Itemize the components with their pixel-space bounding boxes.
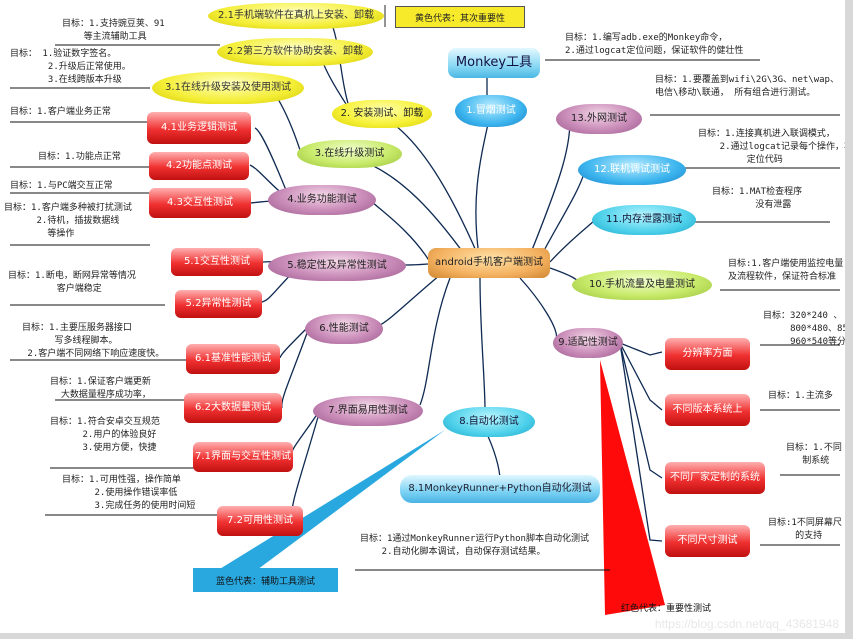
- leaf-stab-2[interactable]: 5.2异常性测试: [175, 290, 262, 318]
- branch-traffic-power-test[interactable]: 10.手机流量及电量测试: [572, 270, 712, 300]
- window-edge-right: [845, 0, 853, 639]
- leaf-ui-1[interactable]: 7.1界面与交互性测试: [193, 442, 293, 472]
- note-perf-1: 目标：1.主要压服务器接口 写多线程脚本。 2.客户端不同网络下响应速度快。: [22, 323, 165, 360]
- legend-red: 红色代表：重要性测试: [620, 603, 711, 614]
- leaf-stab-1[interactable]: 5.1交互性测试: [171, 248, 263, 276]
- note-adapt-4: 目标:1不同屏幕尺 的支持: [768, 518, 842, 542]
- branch-adaptation-test[interactable]: 9.适配性测试: [553, 328, 623, 358]
- root-node[interactable]: android手机客户端测试: [428, 248, 550, 278]
- note-ui-1: 目标：1.符合安卓交互规范 2.用户的体验良好 3.使用方便，快捷: [50, 417, 160, 454]
- leaf-perf-1[interactable]: 6.1基准性能测试: [186, 344, 280, 374]
- leaf-adapt-4[interactable]: 不同尺寸测试: [665, 525, 750, 557]
- note-perf-2: 目标：1.保证客户端更新 大数据量程序成功率，: [50, 377, 151, 401]
- leaf-upgrade-1[interactable]: 3.1在线升级安装及使用测试: [152, 72, 304, 104]
- watermark: https://blog.csdn.net/qq_43681948: [654, 617, 839, 631]
- leaf-biz-1[interactable]: 4.1业务逻辑测试: [147, 112, 251, 144]
- legend-yellow: 黄色代表：其次重要性: [395, 6, 525, 28]
- note-memory: 目标：1.MAT检查程序 没有泄露: [712, 187, 803, 211]
- monkey-tool-node[interactable]: Monkey工具: [448, 48, 540, 78]
- monkey-tool-note: 目标：1.编写adb.exe的Monkey命令， 2.通过logcat定位问题，…: [565, 33, 744, 57]
- branch-smoke-test[interactable]: 1.冒烟测试: [455, 95, 527, 127]
- leaf-biz-2[interactable]: 4.2功能点测试: [149, 152, 249, 180]
- note-upgrade-1: 目标： 1.验证数字签名。 2.升级后正常使用。 3.在线跨版本升级: [10, 49, 131, 86]
- note-biz-1: 目标：1.客户端业务正常: [10, 107, 111, 117]
- note-traffic: 目标:1.客户端使用监控电量 及流程软件，保证符合标准: [728, 259, 844, 283]
- branch-install-test[interactable]: 2. 安装测试、卸载: [332, 100, 432, 128]
- note-adapt-2: 目标：1.主流多: [768, 391, 833, 401]
- branch-debug-test[interactable]: 12.联机调试测试: [578, 155, 686, 185]
- note-auto-1: 目标：1通过MonkeyRunner运行Python脚本自动化测试 2.自动化脚…: [360, 534, 589, 558]
- note-debug: 目标：1.连接真机进入联调模式， 2.通过logcat记录每个操作，将 定位代码: [698, 129, 853, 166]
- note-adapt-1: 目标：320*240 、 800*480、854 960*540等分辨: [763, 311, 853, 348]
- leaf-adapt-3[interactable]: 不同厂家定制的系统: [665, 462, 765, 494]
- branch-outnet-test[interactable]: 13.外网测试: [556, 104, 642, 134]
- blue-pointer: [210, 430, 445, 590]
- window-edge-bottom: [0, 633, 853, 639]
- leaf-biz-3[interactable]: 4.3交互性测试: [149, 188, 251, 218]
- branch-ui-test[interactable]: 7.界面易用性测试: [313, 396, 423, 426]
- leaf-perf-2[interactable]: 6.2大数据量测试: [184, 393, 282, 423]
- note-ui-2: 目标：1.可用性强，操作简单 2.使用操作错误率低 3.完成任务的使用时间短: [62, 475, 196, 512]
- leaf-adapt-2[interactable]: 不同版本系统上: [665, 394, 750, 426]
- note-biz-4: 目标：1.客户端多种被打扰测试 2.待机，插拔数据线 等操作: [4, 203, 132, 240]
- branch-memory-leak-test[interactable]: 11.内存泄露测试: [592, 205, 696, 235]
- branch-automation-test[interactable]: 8.自动化测试: [443, 407, 535, 437]
- note-biz-2: 目标：1.功能点正常: [38, 152, 121, 162]
- leaf-adapt-1[interactable]: 分辨率方面: [665, 338, 750, 370]
- leaf-install-2[interactable]: 2.2第三方软件协助安装、卸载: [217, 38, 373, 66]
- note-adapt-3: 目标：1.不同 制系统: [786, 443, 842, 467]
- note-stab-1: 目标：1.断电，断网异常等情况 客户端稳定: [8, 271, 136, 295]
- note-biz-3: 目标：1.与PC端交互正常: [10, 181, 113, 191]
- note-install-1: 目标：1.支持豌豆荚、91 等主流辅助工具: [62, 19, 165, 43]
- leaf-auto-1[interactable]: 8.1MonkeyRunner+Python自动化测试: [400, 475, 600, 503]
- leaf-install-1[interactable]: 2.1手机端软件在真机上安装、卸载: [208, 3, 384, 29]
- branch-upgrade-test[interactable]: 3.在线升级测试: [297, 140, 402, 168]
- branch-stability-test[interactable]: 5.稳定性及异常性测试: [268, 251, 406, 281]
- branch-business-test[interactable]: 4.业务功能测试: [268, 185, 376, 215]
- red-pointer: [600, 360, 665, 615]
- branch-performance-test[interactable]: 6.性能测试: [305, 314, 383, 344]
- note-outnet: 目标：1.要覆盖到wifi\2G\3G、net\wap、 电信\移动\联通， 所…: [655, 75, 839, 99]
- leaf-ui-2[interactable]: 7.2可用性测试: [217, 506, 303, 536]
- legend-blue: 蓝色代表：辅助工具测试: [193, 568, 338, 592]
